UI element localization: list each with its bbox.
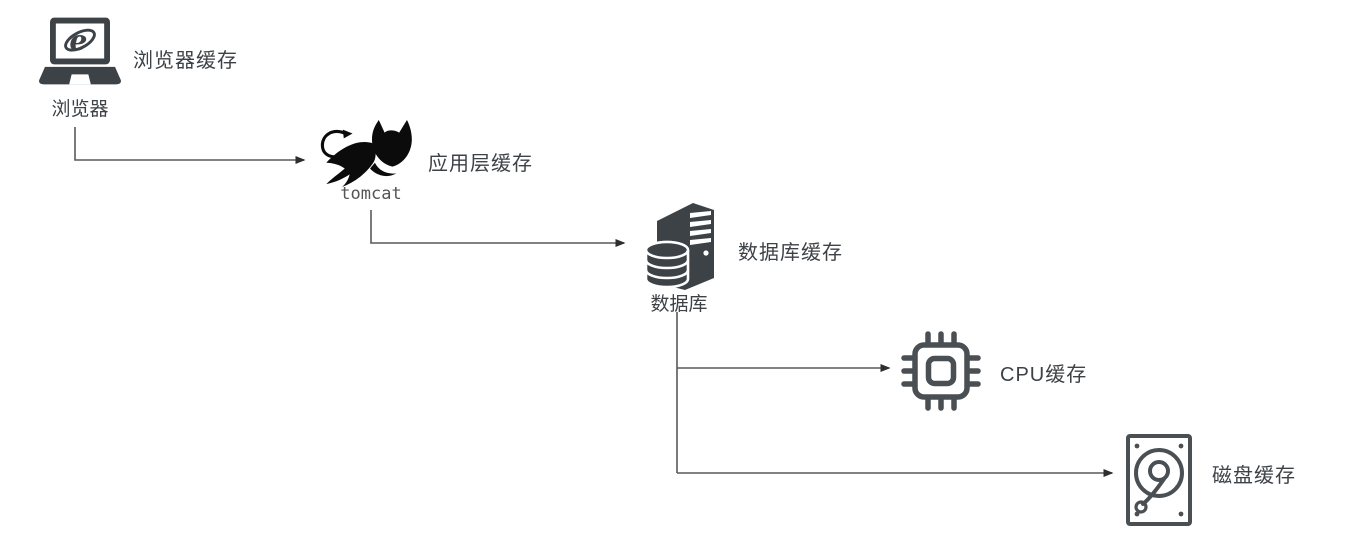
laptop-ie-browser-icon: e (39, 17, 121, 85)
database-cache-label: 数据库缓存 (738, 242, 843, 264)
cpu-cache-label: CPU缓存 (1000, 364, 1088, 386)
tomcat-node (316, 118, 426, 188)
browser-label: 浏览器 (51, 99, 109, 120)
disk-cache-label: 磁盘缓存 (1212, 465, 1296, 487)
database-node (633, 200, 725, 290)
tomcat-cat-logo-icon (320, 119, 412, 188)
database-server-icon (644, 203, 714, 290)
connector-browser-to-tomcat (74, 127, 306, 164)
disk-node (1125, 433, 1193, 527)
svg-text:e: e (69, 23, 87, 57)
cpu-node (901, 331, 981, 411)
tomcat-label: tomcat (340, 184, 402, 204)
hard-disk-icon (1126, 434, 1192, 526)
tomcat-cache-label: 应用层缓存 (428, 153, 533, 175)
connector-tomcat-to-database (370, 210, 626, 247)
browser-node: e (38, 16, 122, 96)
database-label: 数据库 (650, 294, 708, 315)
browser-cache-label: 浏览器缓存 (133, 50, 238, 72)
cpu-chip-icon (901, 331, 981, 411)
